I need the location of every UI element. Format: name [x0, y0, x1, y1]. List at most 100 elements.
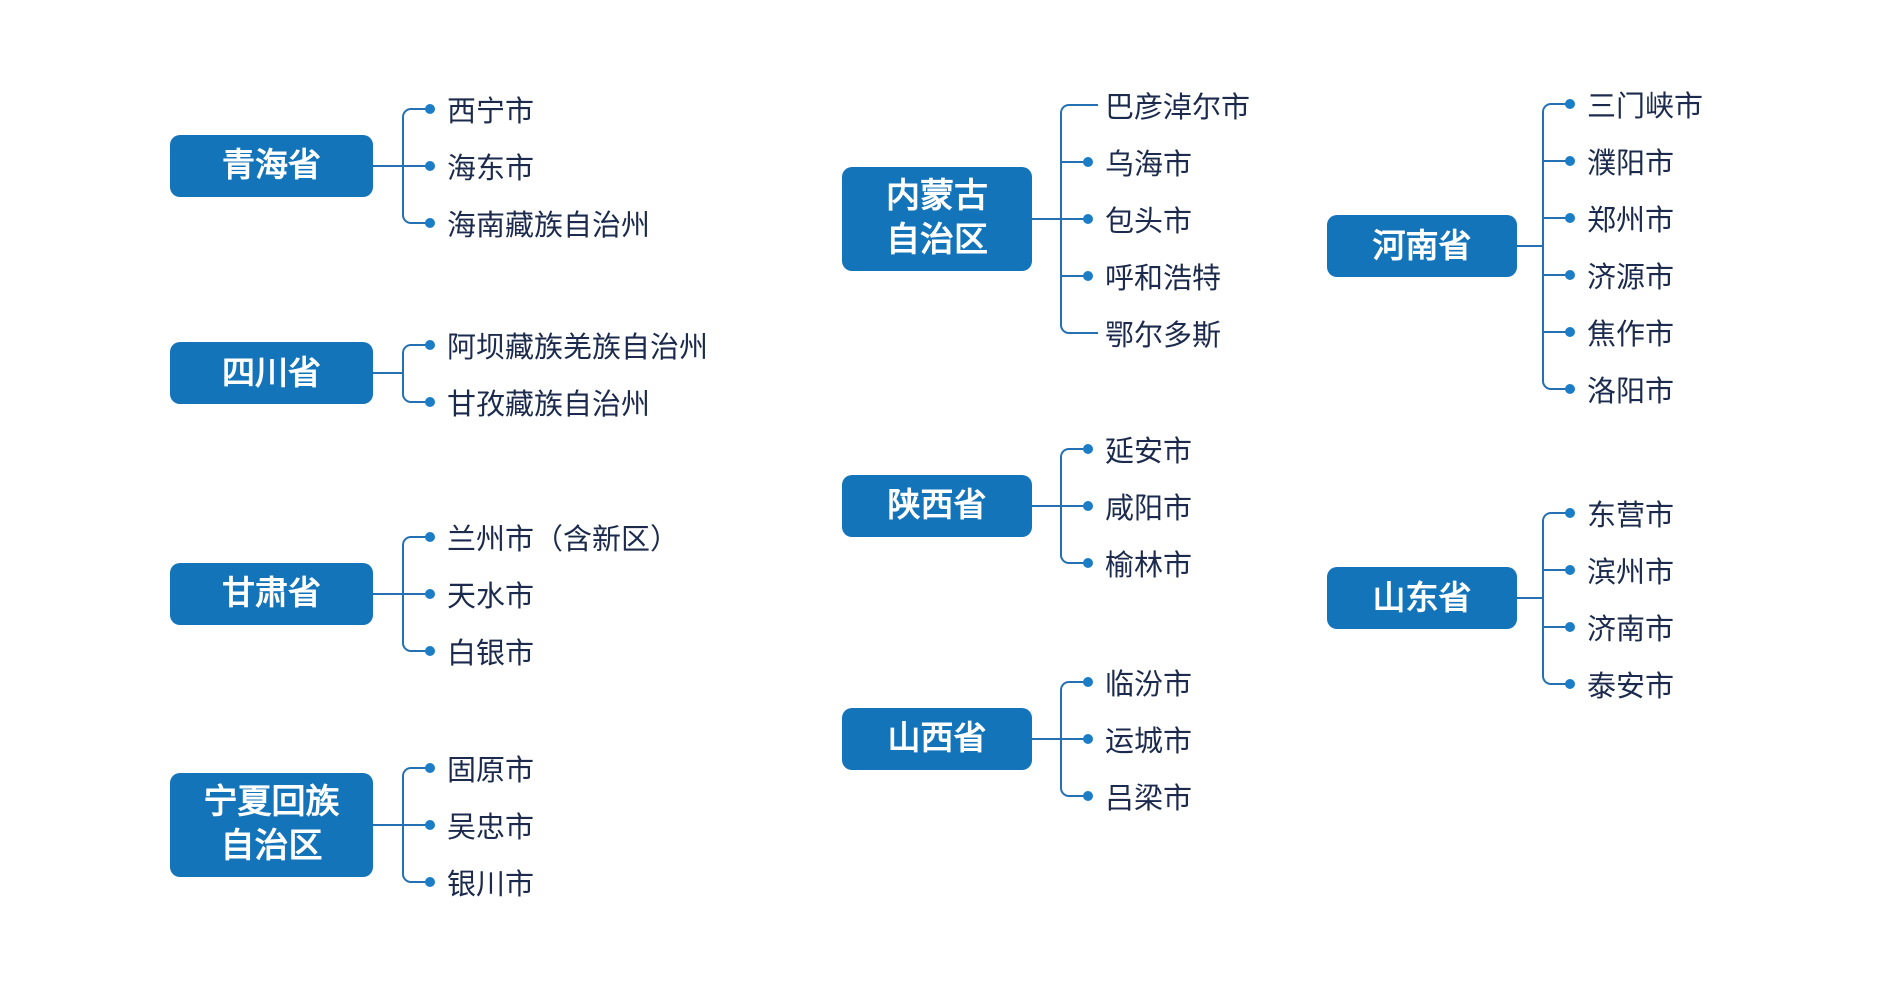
city-item: 三门峡市: [1542, 75, 1703, 132]
connector-stub: [373, 823, 402, 826]
city-item: 滨州市: [1542, 541, 1674, 598]
city-list: 三门峡市 濮阳市 郑州市 济源市 焦作市 洛阳市: [1542, 75, 1703, 417]
city-item: 临汾市: [1060, 653, 1192, 710]
city-item: 乌海市: [1060, 133, 1250, 190]
city-name: 白银市: [447, 637, 535, 670]
city-name: 榆林市: [1105, 549, 1193, 582]
bullet-dot: [1083, 676, 1093, 687]
connector-stub: [373, 372, 402, 374]
city-item: 银川市: [402, 853, 534, 910]
province-box-qinghai: 青海省: [170, 134, 373, 197]
city-list-wrap: 东营市 滨州市 济南市 泰安市: [1542, 484, 1674, 712]
city-list-wrap: 临汾市 运城市 吕梁市: [1060, 653, 1192, 824]
city-item: 鄂尔多斯: [1060, 304, 1250, 361]
city-name: 固原市: [447, 754, 535, 787]
province-label: 四川省: [222, 353, 321, 391]
city-name: 洛阳市: [1587, 375, 1675, 408]
province-box-henan: 河南省: [1327, 215, 1517, 277]
bullet-dot: [425, 103, 435, 114]
bullet-dot: [1565, 564, 1575, 575]
bullet-dot: [425, 588, 435, 599]
city-list: 西宁市 海东市 海南藏族自治州: [402, 80, 650, 251]
bullet-dot: [425, 645, 435, 656]
city-list: 临汾市 运城市 吕梁市: [1060, 653, 1192, 824]
city-list-wrap: 固原市 吴忠市 银川市: [402, 739, 534, 910]
province-label: 宁夏回族 自治区: [203, 782, 340, 865]
city-item: 洛阳市: [1542, 360, 1703, 417]
bullet-dot: [425, 876, 435, 887]
province-group-shanxi: 山西省 临汾市 运城市 吕梁市: [842, 653, 1192, 824]
bullet-dot: [1083, 443, 1093, 454]
city-name: 乌海市: [1105, 148, 1193, 181]
city-name: 焦作市: [1587, 318, 1675, 351]
city-item: 巴彦淖尔市: [1060, 76, 1250, 133]
city-name: 泰安市: [1587, 670, 1675, 703]
province-label: 陕西省: [887, 486, 987, 524]
city-name: 临汾市: [1105, 668, 1193, 701]
connector-stub: [1517, 597, 1542, 599]
city-name: 滨州市: [1587, 556, 1675, 589]
city-item: 吕梁市: [1060, 767, 1192, 824]
city-item: 海东市: [402, 137, 650, 194]
connector-stub: [1032, 737, 1060, 740]
city-item: 西宁市: [402, 80, 650, 137]
city-item: 甘孜藏族自治州: [402, 373, 708, 430]
city-name: 鄂尔多斯: [1105, 319, 1222, 352]
province-box-ningxia: 宁夏回族 自治区: [170, 772, 373, 877]
bullet-dot: [1083, 790, 1093, 801]
city-item: 济南市: [1542, 598, 1674, 655]
city-list-wrap: 西宁市 海东市 海南藏族自治州: [402, 80, 650, 251]
connector-stub: [373, 164, 402, 167]
city-item: 海南藏族自治州: [402, 194, 650, 251]
bullet-dot: [1565, 155, 1575, 166]
city-list-wrap: 延安市 咸阳市 榆林市: [1060, 420, 1192, 591]
city-item: 延安市: [1060, 420, 1192, 477]
city-name: 济南市: [1587, 613, 1675, 646]
city-list-wrap: 三门峡市 濮阳市 郑州市 济源市 焦作市 洛阳市: [1542, 75, 1703, 417]
bullet-dot: [1565, 326, 1575, 337]
city-name: 兰州市（含新区）: [447, 523, 680, 556]
city-name: 包头市: [1105, 205, 1193, 238]
province-label: 青海省: [222, 146, 321, 184]
city-name: 运城市: [1105, 725, 1193, 758]
province-label: 内蒙古 自治区: [886, 176, 988, 259]
city-item: 天水市: [402, 565, 679, 622]
city-name: 海南藏族自治州: [447, 209, 651, 242]
city-item: 固原市: [402, 739, 534, 796]
city-name: 吕梁市: [1105, 782, 1193, 815]
bullet-dot: [1083, 213, 1093, 224]
city-name: 西宁市: [447, 95, 535, 128]
bullet-dot: [425, 160, 435, 171]
bullet-dot: [1565, 269, 1575, 280]
bullet-dot: [425, 762, 435, 773]
city-list: 东营市 滨州市 济南市 泰安市: [1542, 484, 1674, 712]
city-name: 咸阳市: [1105, 492, 1193, 525]
province-group-qinghai: 青海省 西宁市 海东市 海南藏族自治州: [170, 80, 650, 251]
city-name: 济源市: [1587, 261, 1675, 294]
city-name: 郑州市: [1587, 204, 1675, 237]
connector-stub: [373, 592, 402, 595]
city-name: 呼和浩特: [1105, 262, 1222, 295]
city-list: 阿坝藏族羌族自治州 甘孜藏族自治州: [402, 316, 708, 430]
province-box-shaanxi: 陕西省: [842, 474, 1032, 537]
city-name: 东营市: [1587, 499, 1675, 532]
bullet-dot: [425, 339, 435, 350]
province-label: 山西省: [887, 719, 987, 757]
city-item: 咸阳市: [1060, 477, 1192, 534]
province-box-sichuan: 四川省: [170, 342, 373, 404]
city-list-wrap: 巴彦淖尔市 乌海市 包头市 呼和浩特 鄂尔多斯: [1060, 76, 1250, 361]
city-item: 东营市: [1542, 484, 1674, 541]
bullet-dot: [1565, 621, 1575, 632]
city-item: 济源市: [1542, 246, 1703, 303]
province-group-gansu: 甘肃省 兰州市（含新区） 天水市 白银市: [170, 508, 679, 679]
bullet-dot: [1565, 98, 1575, 109]
province-group-shaanxi: 陕西省 延安市 咸阳市 榆林市: [842, 420, 1192, 591]
city-item: 呼和浩特: [1060, 247, 1250, 304]
province-group-henan: 河南省 三门峡市 濮阳市 郑州市 济源市 焦作市 洛阳市: [1327, 75, 1703, 417]
connector-stub: [1517, 245, 1542, 247]
province-label: 河南省: [1372, 226, 1472, 264]
connector-stub: [1032, 217, 1060, 220]
bullet-dot: [1565, 383, 1575, 394]
city-list: 巴彦淖尔市 乌海市 包头市 呼和浩特 鄂尔多斯: [1060, 76, 1250, 361]
bullet-dot: [1565, 507, 1575, 518]
